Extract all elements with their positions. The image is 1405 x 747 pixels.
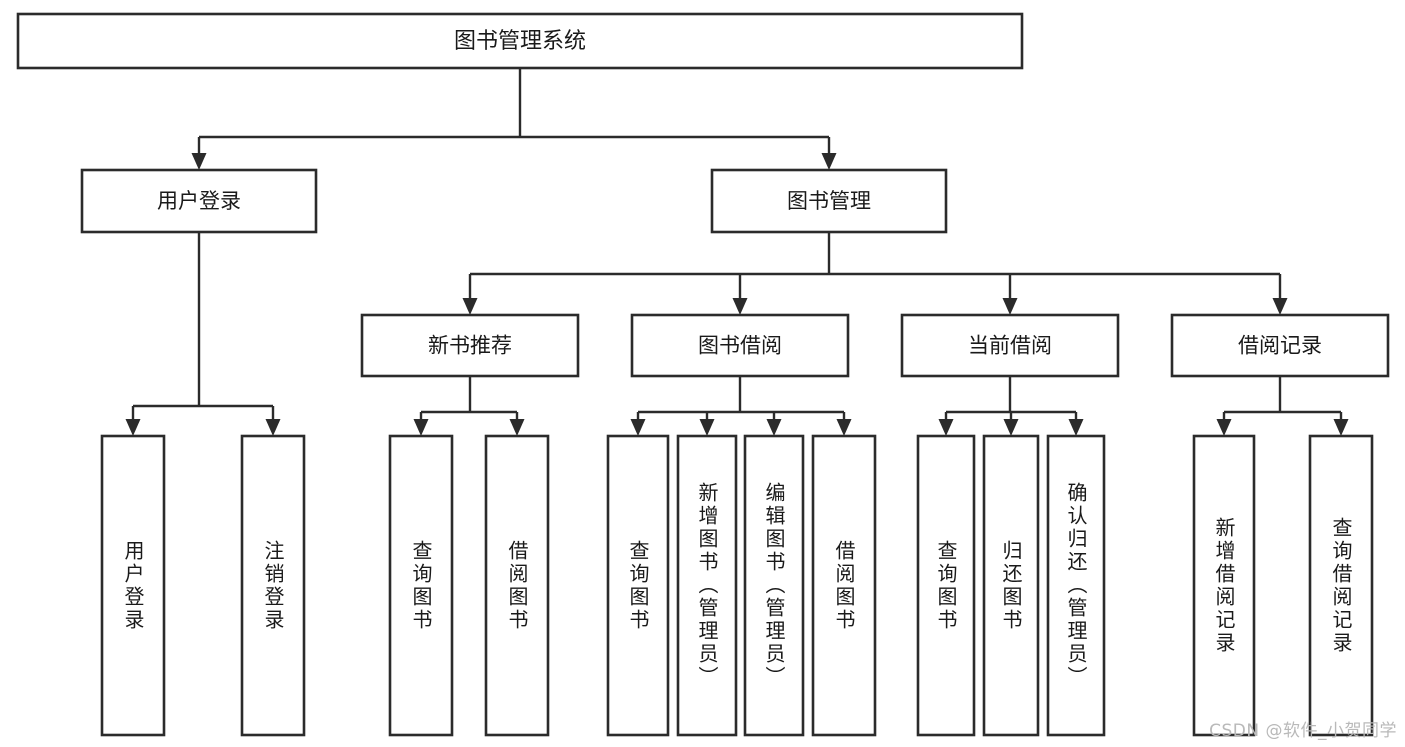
connector-arrowhead	[699, 419, 715, 436]
connector-arrowhead	[509, 419, 525, 436]
node-level3-1[interactable]	[630, 313, 850, 378]
leaf-node-4[interactable]	[606, 434, 670, 737]
node-label-level3-2: 当前借阅	[968, 334, 1052, 358]
node-label-root: 图书管理系统	[454, 29, 586, 54]
connector-arrowhead	[836, 419, 852, 436]
node-root-图书管理系统[interactable]	[16, 12, 1024, 70]
node-label-level3-0: 新书推荐	[428, 334, 512, 358]
leaf-node-7[interactable]	[811, 434, 877, 737]
node-label-level3-3: 借阅记录	[1238, 334, 1322, 358]
connector-arrowhead	[821, 153, 837, 170]
connector-arrowhead	[413, 419, 429, 436]
node-level3-3[interactable]	[1170, 313, 1390, 378]
connector-arrowhead	[630, 419, 646, 436]
leaf-node-5[interactable]	[676, 434, 738, 737]
connector-arrowhead	[1216, 419, 1232, 436]
connector-arrowhead	[1272, 298, 1288, 315]
connector-arrowhead	[265, 419, 281, 436]
connector-arrowhead	[732, 298, 748, 315]
node-level3-2[interactable]	[900, 313, 1120, 378]
connector-arrowhead	[1002, 298, 1018, 315]
connector-arrowhead	[1068, 419, 1084, 436]
node-label-level2-0: 用户登录	[157, 189, 241, 213]
connector-arrowhead	[938, 419, 954, 436]
leaf-node-2[interactable]	[388, 434, 454, 737]
connector-arrowhead	[125, 419, 141, 436]
node-level2-1[interactable]	[710, 168, 948, 234]
node-label-level3-1: 图书借阅	[698, 334, 782, 358]
leaf-node-0[interactable]	[100, 434, 166, 737]
node-level3-0[interactable]	[360, 313, 580, 378]
connector-arrowhead	[191, 153, 207, 170]
connector-arrowhead	[1003, 419, 1019, 436]
leaf-node-3[interactable]	[484, 434, 550, 737]
leaf-node-11[interactable]	[1192, 434, 1256, 737]
watermark-text: CSDN @软件_小贺同学	[1209, 721, 1397, 741]
connector-arrowhead	[462, 298, 478, 315]
leaf-node-1[interactable]	[240, 434, 306, 737]
connector-layer	[125, 68, 1349, 436]
connector-arrowhead	[1333, 419, 1349, 436]
leaf-node-9[interactable]	[982, 434, 1040, 737]
node-box-layer	[16, 12, 1390, 737]
node-level2-0[interactable]	[80, 168, 318, 234]
node-label-level2-1: 图书管理	[787, 189, 871, 213]
leaf-node-10[interactable]	[1046, 434, 1106, 737]
leaf-node-12[interactable]	[1308, 434, 1374, 737]
connector-arrowhead	[766, 419, 782, 436]
leaf-node-8[interactable]	[916, 434, 976, 737]
leaf-node-6[interactable]	[743, 434, 805, 737]
